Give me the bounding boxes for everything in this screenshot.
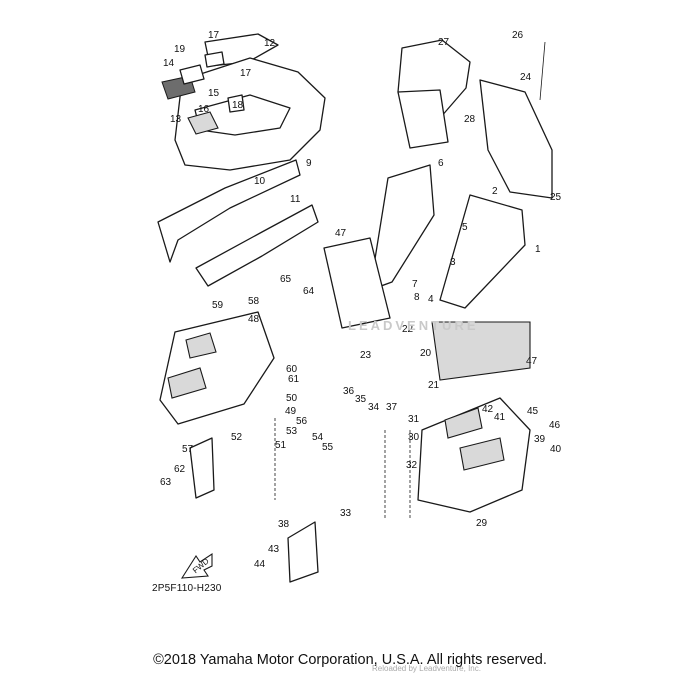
svg-text:6: 6 (438, 158, 444, 169)
part-10 (157, 159, 301, 263)
svg-text:2: 2 (492, 186, 498, 197)
svg-text:58: 58 (248, 296, 260, 307)
part-22 (323, 237, 391, 329)
svg-text:41: 41 (494, 412, 506, 423)
svg-text:64: 64 (303, 286, 315, 297)
svg-text:7: 7 (412, 279, 418, 290)
svg-text:32: 32 (406, 460, 418, 471)
svg-text:42: 42 (482, 404, 494, 415)
svg-text:24: 24 (520, 72, 532, 83)
svg-text:55: 55 (322, 442, 334, 453)
part-24 (479, 79, 553, 199)
watermark-small: Reloaded by Leadventure, Inc. (372, 664, 481, 673)
svg-text:17: 17 (240, 68, 252, 79)
callout-labels: 1 2 3 4 5 6 7 8 9 10 11 12 13 14 15 16 1… (160, 30, 562, 570)
svg-text:19: 19 (174, 44, 186, 55)
svg-text:27: 27 (438, 37, 450, 48)
svg-text:54: 54 (312, 432, 324, 443)
svg-text:29: 29 (476, 518, 488, 529)
svg-text:47: 47 (335, 228, 347, 239)
svg-text:13: 13 (170, 114, 182, 125)
svg-text:35: 35 (355, 394, 367, 405)
svg-text:53: 53 (286, 426, 298, 437)
svg-text:44: 44 (254, 559, 266, 570)
diagram-code: 2P5F110-H230 (152, 583, 222, 594)
fwd-arrow-icon: FWD (180, 552, 213, 579)
svg-text:51: 51 (275, 440, 287, 451)
svg-text:61: 61 (288, 374, 300, 385)
part-57 (189, 437, 215, 499)
svg-text:52: 52 (231, 432, 243, 443)
svg-text:39: 39 (534, 434, 546, 445)
svg-text:62: 62 (174, 464, 186, 475)
svg-text:37: 37 (386, 402, 398, 413)
svg-text:57: 57 (182, 444, 194, 455)
svg-text:9: 9 (306, 158, 312, 169)
svg-text:17: 17 (208, 30, 220, 41)
svg-text:40: 40 (550, 444, 562, 455)
svg-text:14: 14 (163, 58, 175, 69)
svg-text:33: 33 (340, 508, 352, 519)
svg-text:5: 5 (462, 222, 468, 233)
svg-text:1: 1 (535, 244, 541, 255)
svg-text:4: 4 (428, 294, 434, 305)
top-cover-assembly (161, 33, 326, 171)
part-11 (195, 204, 319, 287)
svg-text:50: 50 (286, 393, 298, 404)
svg-text:26: 26 (512, 30, 524, 41)
svg-text:30: 30 (408, 432, 420, 443)
svg-text:11: 11 (290, 194, 301, 205)
part-20 (431, 321, 531, 381)
svg-text:63: 63 (160, 477, 172, 488)
svg-text:21: 21 (428, 380, 440, 391)
svg-text:15: 15 (208, 88, 220, 99)
svg-text:10: 10 (254, 176, 266, 187)
svg-text:60: 60 (286, 364, 298, 375)
svg-text:8: 8 (414, 292, 420, 303)
part-27-base (397, 89, 449, 149)
part-1 (439, 194, 526, 309)
svg-text:38: 38 (278, 519, 290, 530)
svg-text:49: 49 (285, 406, 297, 417)
svg-text:16: 16 (198, 104, 210, 115)
svg-text:34: 34 (368, 402, 380, 413)
part-48 (159, 311, 275, 425)
svg-text:56: 56 (296, 416, 308, 427)
svg-text:28: 28 (464, 114, 476, 125)
svg-text:48: 48 (248, 314, 260, 325)
svg-text:59: 59 (212, 300, 224, 311)
svg-text:65: 65 (280, 274, 292, 285)
svg-text:45: 45 (527, 406, 539, 417)
part-5 (369, 164, 435, 291)
svg-text:31: 31 (408, 414, 420, 425)
part-38 (287, 521, 319, 583)
svg-text:22: 22 (402, 324, 414, 335)
svg-text:3: 3 (450, 257, 456, 268)
watermark: LEADVENTURE (348, 318, 479, 333)
copyright-notice: ©2018 Yamaha Motor Corporation, U.S.A. A… (153, 652, 547, 668)
svg-text:20: 20 (420, 348, 432, 359)
svg-text:43: 43 (268, 544, 280, 555)
svg-text:36: 36 (343, 386, 355, 397)
svg-text:25: 25 (550, 192, 562, 203)
svg-text:23: 23 (360, 350, 372, 361)
svg-text:12: 12 (264, 38, 276, 49)
svg-text:47: 47 (526, 356, 538, 367)
svg-text:18: 18 (232, 100, 244, 111)
svg-text:46: 46 (549, 420, 561, 431)
